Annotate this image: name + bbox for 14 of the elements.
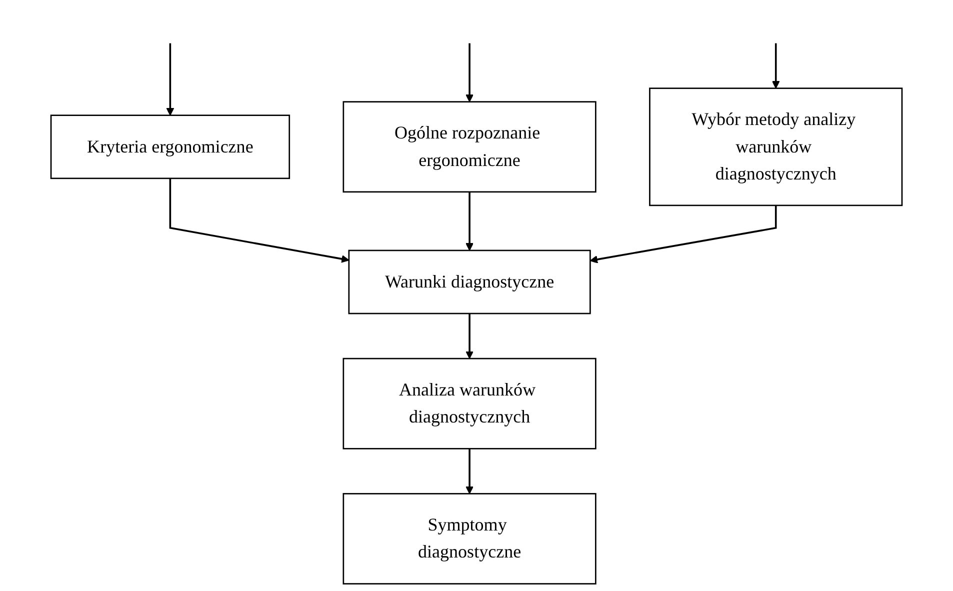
arrow [466,43,474,102]
node-box: Analiza warunków diagnostycznych [342,358,596,450]
arrow [466,448,474,494]
node-box: Kryteria ergonomiczne [50,114,290,180]
node-box: Warunki diagnostyczne [348,250,591,314]
arrow [169,178,350,263]
arrow [466,192,474,251]
arrow [466,314,474,359]
node-box: Wybór metody analizy warunków diagnostycznych [649,88,903,206]
arrow [772,43,780,89]
arrow [166,43,174,116]
node-box: Ogólne rozpoznanie ergonomiczne [342,101,596,193]
arrow [590,205,777,264]
node-box: Symptomy diagnostyczne [342,493,596,584]
